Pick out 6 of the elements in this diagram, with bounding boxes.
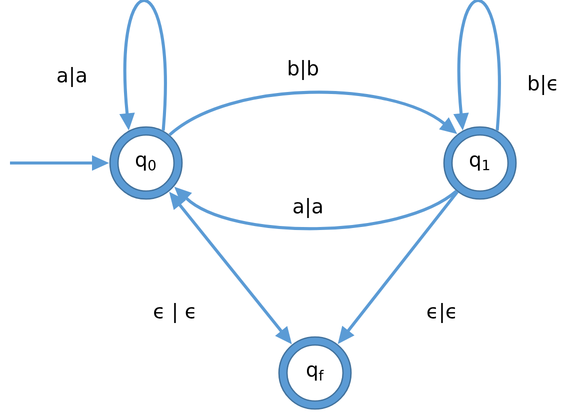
- edge-label: a|a: [291, 196, 325, 220]
- edge-label: b|b: [286, 58, 320, 82]
- edge-label: ϵ|ϵ: [425, 302, 459, 324]
- edge-label: ϵ | ϵ: [152, 302, 198, 324]
- edge-label: b|ϵ: [526, 74, 560, 96]
- edge-label: a|a: [55, 66, 89, 88]
